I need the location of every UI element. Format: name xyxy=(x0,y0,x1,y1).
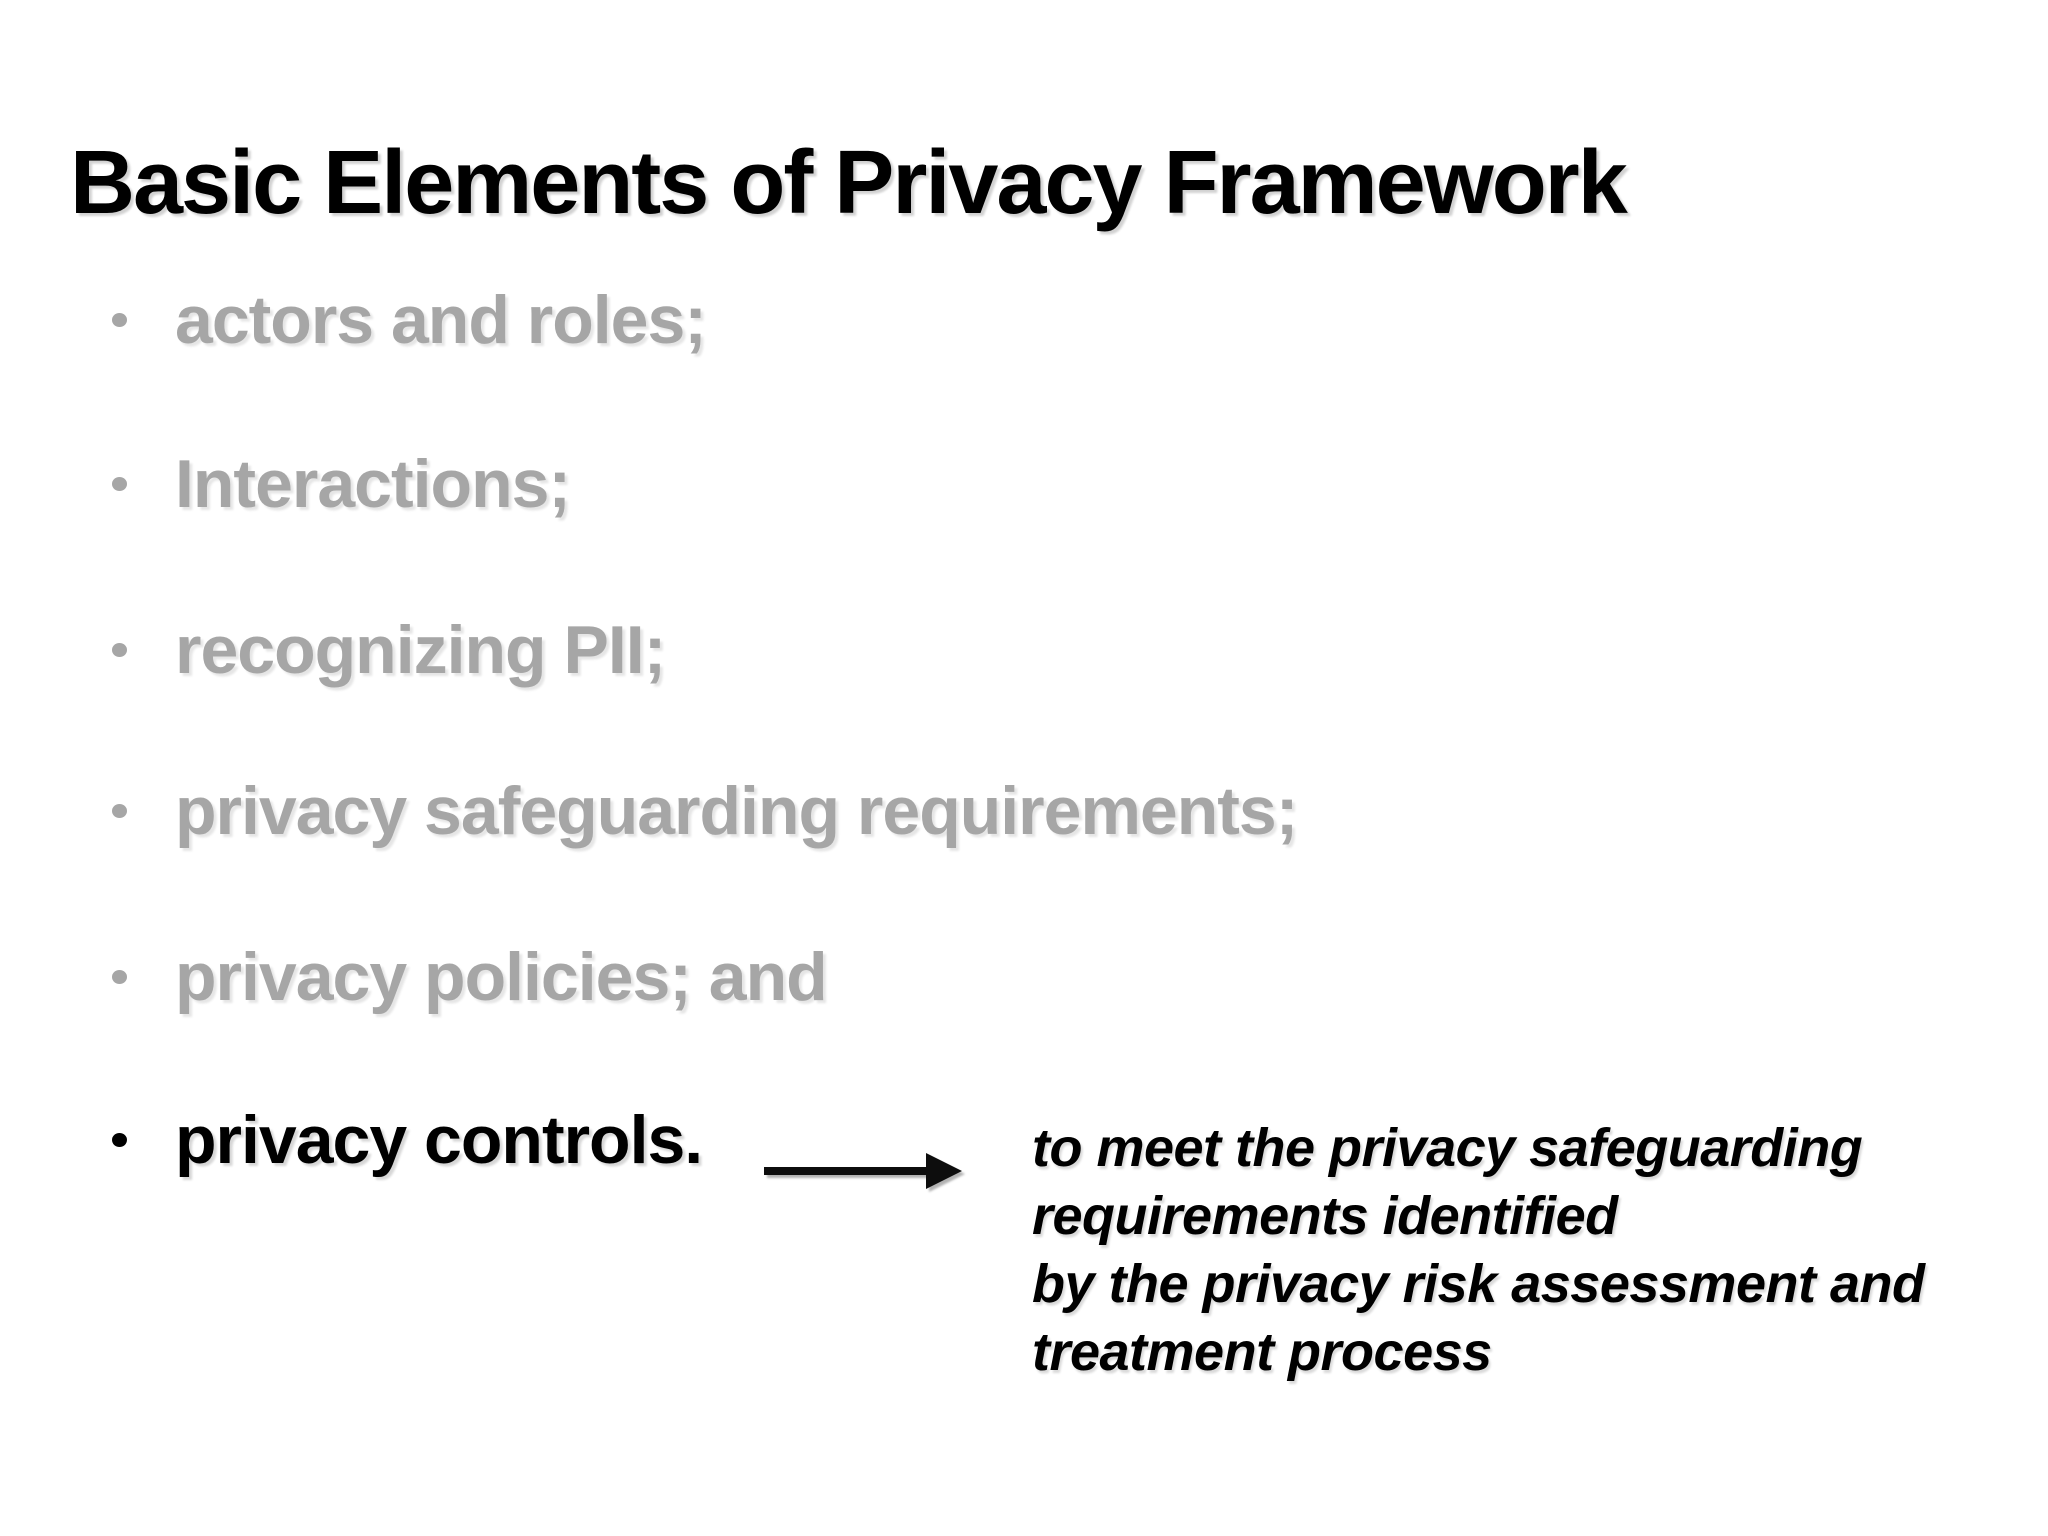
bullet-item-privacy-safeguarding-requirements: privacy safeguarding requirements; xyxy=(112,773,1298,849)
bullet-dot-icon xyxy=(112,1133,127,1147)
bullet-dot-icon xyxy=(112,477,127,491)
bullet-item-actors-and-roles: actors and roles; xyxy=(112,282,707,358)
slide-title: Basic Elements of Privacy Framework xyxy=(70,133,1628,234)
bullet-label: Interactions; xyxy=(175,446,571,522)
bullet-label: privacy controls. xyxy=(175,1102,703,1178)
bullet-item-privacy-controls: privacy controls. xyxy=(112,1102,703,1178)
right-arrow-icon xyxy=(762,1148,964,1194)
bullet-item-interactions: Interactions; xyxy=(112,446,571,522)
annotation-text: to meet the privacy safeguarding require… xyxy=(1032,1118,1925,1382)
bullet-item-recognizing-pii: recognizing PII; xyxy=(112,612,666,688)
bullet-label: recognizing PII; xyxy=(175,612,666,688)
bullet-label: privacy safeguarding requirements; xyxy=(175,773,1298,849)
bullet-dot-icon xyxy=(112,313,127,327)
bullet-item-privacy-policies: privacy policies; and xyxy=(112,939,828,1015)
bullet-dot-icon xyxy=(112,643,127,657)
bullet-label: actors and roles; xyxy=(175,282,707,358)
bullet-dot-icon xyxy=(112,970,127,984)
bullet-dot-icon xyxy=(112,804,127,818)
bullet-label: privacy policies; and xyxy=(175,939,828,1015)
